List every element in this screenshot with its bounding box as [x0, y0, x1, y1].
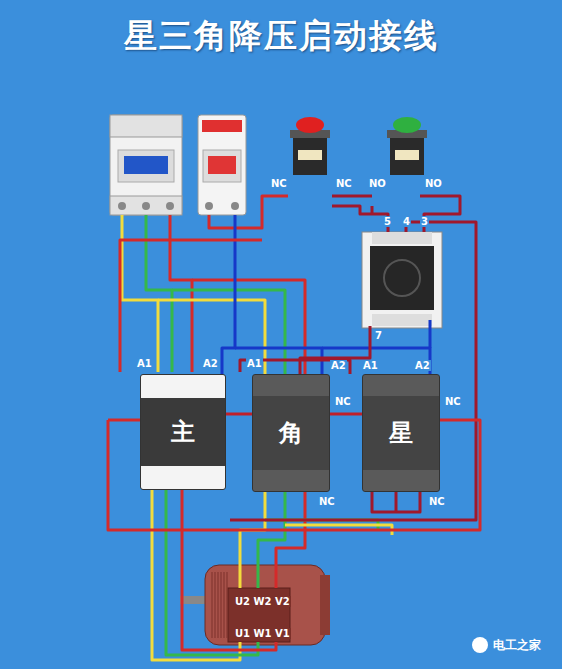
pin-number: 3: [420, 216, 429, 227]
motor-fin: [218, 572, 219, 638]
terminal-label: NC: [270, 178, 288, 189]
wire: [209, 196, 288, 228]
coil-terminal: A2: [414, 360, 431, 371]
wire: [158, 300, 265, 374]
motor-terminal: U2 W2 V2: [234, 596, 291, 607]
terminal-label: NC: [334, 396, 352, 407]
terminal-label: NO: [368, 178, 387, 189]
wire: [108, 419, 140, 422]
start-button: [387, 117, 427, 175]
coil-terminal: A2: [202, 358, 219, 369]
contactor-label: 角: [279, 417, 303, 449]
wire: [371, 206, 374, 214]
contactor-label: 星: [389, 417, 413, 449]
wire-connector: [330, 413, 362, 416]
wire: [332, 206, 388, 232]
terminal-label: NC: [335, 178, 353, 189]
wire: [332, 195, 372, 198]
pin-number: 5: [383, 216, 392, 227]
two-pole-breaker: [198, 115, 246, 215]
terminal-label: NO: [424, 178, 443, 189]
wire: [300, 326, 370, 374]
contactor-box: 主: [140, 374, 226, 490]
motor: [180, 565, 330, 645]
wire: [420, 196, 460, 232]
motor-fin: [212, 572, 213, 638]
wire: [120, 240, 262, 372]
wire: [372, 492, 420, 512]
watermark: 电工之家: [492, 639, 542, 652]
pin-number: 7: [374, 330, 383, 341]
coil-terminal: A1: [246, 358, 263, 369]
time-relay: [362, 232, 442, 328]
motor-terminal: U1 W1 V1: [234, 628, 291, 639]
coil-terminal: A1: [136, 358, 153, 369]
wire: [429, 320, 432, 348]
contactor-box: 星: [362, 374, 440, 492]
wire: [395, 492, 398, 512]
coil-terminal: A2: [330, 360, 347, 371]
wire: [276, 492, 305, 588]
wire: [322, 348, 430, 374]
wire: [182, 490, 276, 650]
stop-button: [290, 117, 330, 175]
motor-fin: [224, 572, 225, 638]
contactor-label: 主: [171, 416, 195, 448]
wire: [258, 492, 285, 588]
coil-terminal: A1: [362, 360, 379, 371]
title: 星三角降压启动接线: [0, 14, 562, 59]
wire-connector: [226, 413, 252, 416]
motor-fin: [215, 572, 216, 638]
three-pole-breaker: [110, 115, 182, 215]
terminal-label: NC: [318, 496, 336, 507]
contactor-box: 角: [252, 374, 330, 492]
terminal-label: NC: [428, 496, 446, 507]
wire: [230, 222, 476, 520]
pin-number: 4: [402, 216, 411, 227]
motor-fin: [227, 572, 228, 638]
terminal-label: NC: [444, 396, 462, 407]
watermark-icon: [472, 637, 488, 653]
motor-fin: [221, 572, 222, 638]
